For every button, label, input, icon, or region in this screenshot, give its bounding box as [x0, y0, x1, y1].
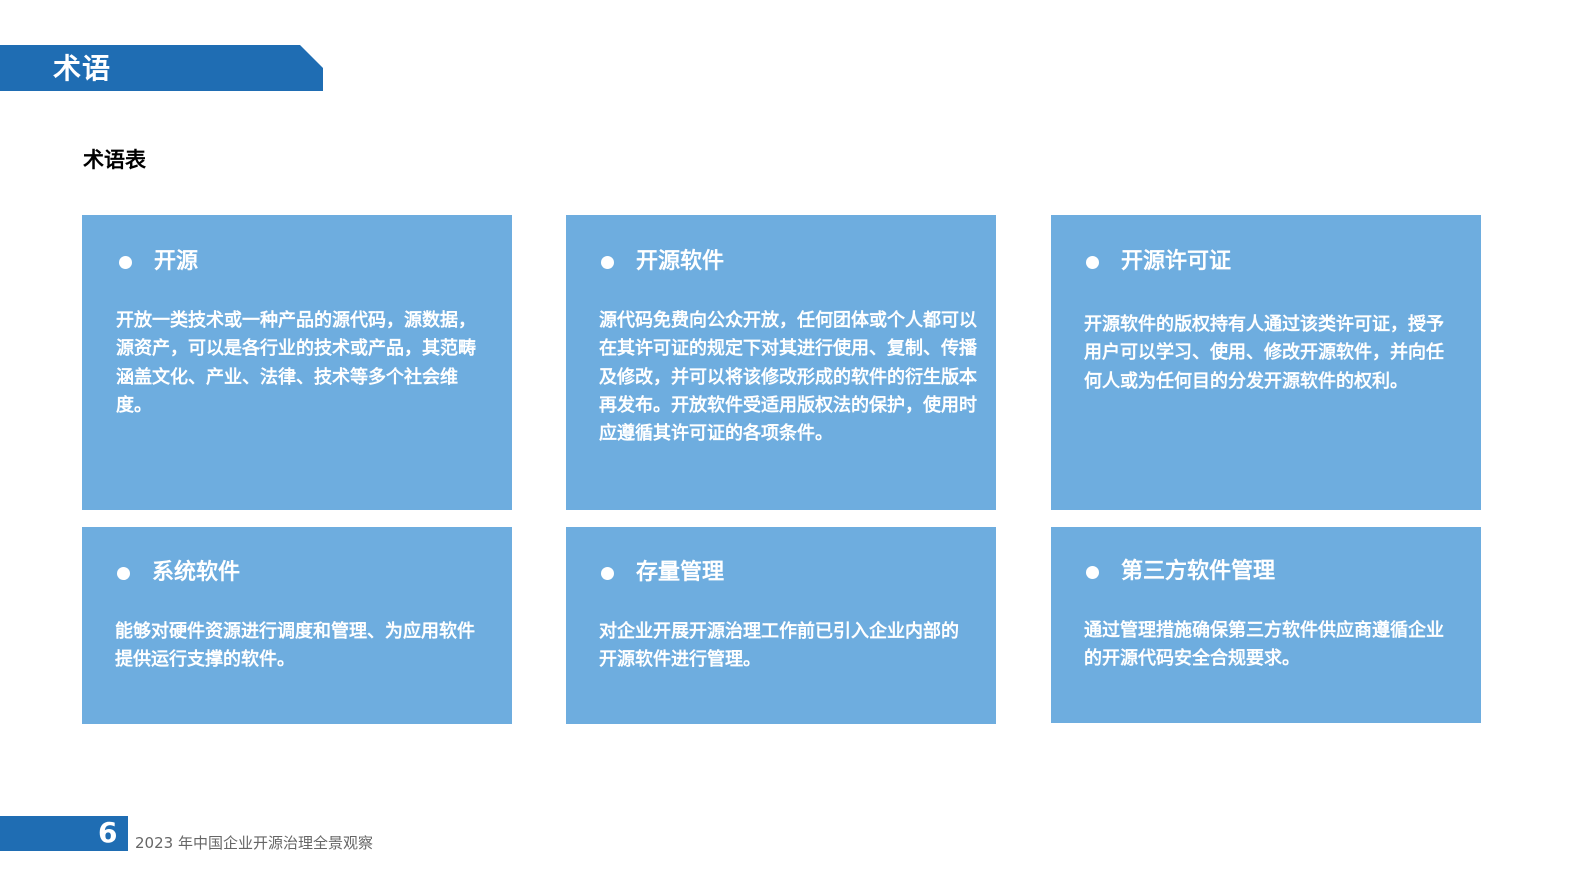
card-header: 存量管理 — [601, 558, 724, 588]
bullet-icon — [119, 255, 132, 269]
report-title: 2023 年中国企业开源治理全景观察 — [135, 834, 373, 852]
bullet-icon — [601, 255, 614, 269]
bullet-icon — [601, 566, 614, 580]
card-body: 开放一类技术或一种产品的源代码，源数据，源资产，可以是各行业的技术或产品，其范畴… — [116, 310, 476, 416]
card-title: 系统软件 — [152, 560, 241, 585]
term-card-open-source-license: 开源许可证 开源软件的版权持有人通过该类许可证，授予用户可以学习、使用、修改开源… — [1051, 215, 1481, 510]
bullet-icon — [1086, 565, 1099, 579]
bullet-icon — [117, 566, 130, 580]
page-number-bar — [0, 816, 128, 851]
section-title: 术语表 — [83, 148, 146, 172]
card-title: 存量管理 — [636, 560, 725, 585]
card-body: 对企业开展开源治理工作前已引入企业内部的开源软件进行管理。 — [599, 621, 959, 671]
card-body: 通过管理措施确保第三方软件供应商遵循企业的开源代码安全合规要求。 — [1084, 620, 1444, 670]
term-card-open-source-software: 开源软件 源代码免费向公众开放，任何团体或个人都可以在其许可证的规定下对其进行使… — [566, 215, 996, 510]
section-banner — [0, 45, 323, 91]
term-card-open-source: 开源 开放一类技术或一种产品的源代码，源数据，源资产，可以是各行业的技术或产品，… — [82, 215, 512, 510]
card-title: 开源软件 — [636, 249, 725, 274]
card-header: 开源许可证 — [1086, 247, 1231, 277]
card-header: 系统软件 — [117, 558, 240, 588]
card-body: 源代码免费向公众开放，任何团体或个人都可以在其许可证的规定下对其进行使用、复制、… — [599, 310, 977, 445]
card-header: 开源软件 — [601, 247, 724, 277]
card-title: 第三方软件管理 — [1121, 559, 1276, 584]
card-body: 能够对硬件资源进行调度和管理、为应用软件提供运行支撑的软件。 — [115, 621, 475, 671]
card-header: 第三方软件管理 — [1086, 557, 1275, 587]
bullet-icon — [1086, 255, 1099, 269]
term-card-system-software: 系统软件 能够对硬件资源进行调度和管理、为应用软件提供运行支撑的软件。 — [82, 527, 512, 724]
page-number: 6 — [98, 816, 118, 849]
card-body: 开源软件的版权持有人通过该类许可证，授予用户可以学习、使用、修改开源软件，并向任… — [1084, 314, 1444, 392]
term-card-third-party-software-management: 第三方软件管理 通过管理措施确保第三方软件供应商遵循企业的开源代码安全合规要求。 — [1051, 527, 1481, 723]
term-card-stock-management: 存量管理 对企业开展开源治理工作前已引入企业内部的开源软件进行管理。 — [566, 527, 996, 724]
banner-title: 术语 — [53, 52, 112, 85]
card-title: 开源许可证 — [1121, 249, 1232, 274]
card-title: 开源 — [154, 249, 199, 274]
card-header: 开源 — [119, 247, 198, 277]
